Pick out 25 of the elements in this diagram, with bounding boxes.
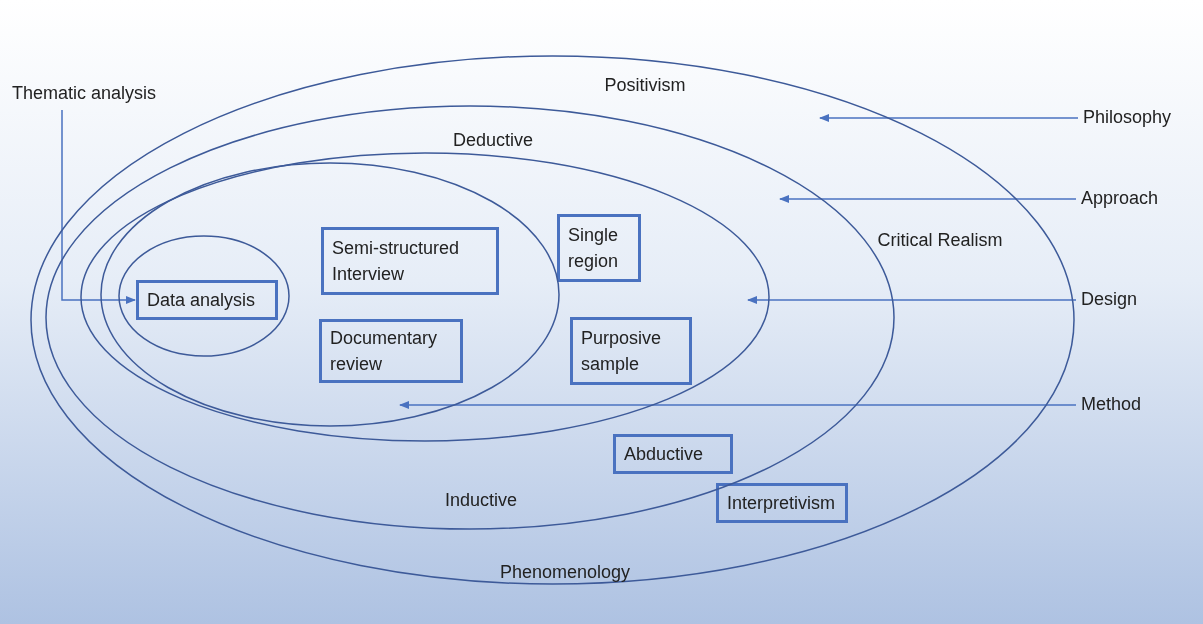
layer-label: Design	[1081, 287, 1161, 313]
layer-ellipse	[118, 235, 290, 357]
text-box: Interpretivism	[716, 483, 848, 523]
text-box: Documentary review	[319, 319, 463, 383]
layer-label: Approach	[1081, 186, 1181, 212]
band-label: Critical Realism	[877, 229, 1003, 251]
text-box: Abductive	[613, 434, 733, 474]
text-box: Semi-structured Interview	[321, 227, 499, 295]
layer-ellipse	[80, 152, 770, 442]
layer-label: Method	[1081, 392, 1161, 418]
text-box: Purposive sample	[570, 317, 692, 385]
arrow	[746, 295, 1077, 305]
band-label: Inductive	[445, 489, 517, 511]
band-label: Deductive	[453, 129, 533, 151]
arrow	[61, 109, 137, 305]
band-label: Phenomenology	[499, 561, 631, 583]
layer-label: Philosophy	[1083, 105, 1193, 131]
arrow	[818, 113, 1079, 123]
layer-label: Thematic analysis	[12, 81, 182, 107]
text-box: Single region	[557, 214, 641, 282]
layer-ellipse	[100, 162, 560, 427]
arrow	[398, 400, 1077, 410]
arrow	[778, 194, 1077, 204]
text-box: Data analysis	[136, 280, 278, 320]
band-label: Positivism	[604, 74, 686, 96]
